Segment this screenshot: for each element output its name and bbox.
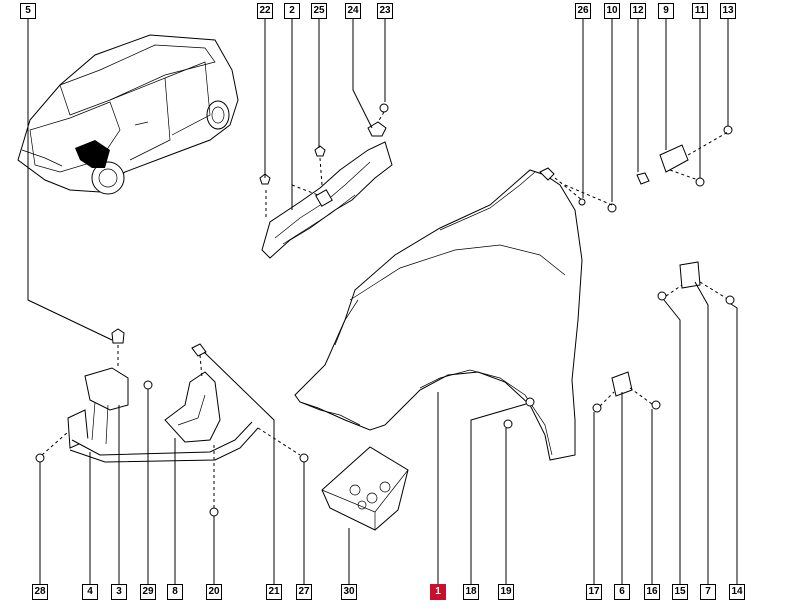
callout-9[interactable]: 9 bbox=[658, 3, 674, 19]
callout-3[interactable]: 3 bbox=[111, 584, 127, 600]
callout-19[interactable]: 19 bbox=[498, 584, 514, 600]
callout-30[interactable]: 30 bbox=[341, 584, 357, 600]
callout-26[interactable]: 26 bbox=[575, 3, 591, 19]
callout-8[interactable]: 8 bbox=[167, 584, 183, 600]
callout-6[interactable]: 6 bbox=[614, 584, 630, 600]
callout-7[interactable]: 7 bbox=[700, 584, 716, 600]
callout-4[interactable]: 4 bbox=[82, 584, 98, 600]
callout-20[interactable]: 20 bbox=[206, 584, 222, 600]
callout-11[interactable]: 11 bbox=[692, 3, 708, 19]
callout-16[interactable]: 16 bbox=[644, 584, 660, 600]
callout-27[interactable]: 27 bbox=[296, 584, 312, 600]
callout-24[interactable]: 24 bbox=[345, 3, 361, 19]
front-fender bbox=[294, 167, 583, 461]
leader-lines bbox=[27, 19, 738, 584]
callout-1[interactable]: 1 bbox=[430, 584, 446, 600]
callout-10[interactable]: 10 bbox=[604, 3, 620, 19]
lower-bracket-assembly bbox=[35, 328, 309, 517]
callout-17[interactable]: 17 bbox=[586, 584, 602, 600]
callout-25[interactable]: 25 bbox=[311, 3, 327, 19]
callout-22[interactable]: 22 bbox=[257, 3, 273, 19]
upper-fixings bbox=[554, 125, 735, 413]
callout-5[interactable]: 5 bbox=[20, 3, 36, 19]
callout-15[interactable]: 15 bbox=[672, 584, 688, 600]
callout-18[interactable]: 18 bbox=[463, 584, 479, 600]
callout-21[interactable]: 21 bbox=[266, 584, 282, 600]
callout-29[interactable]: 29 bbox=[140, 584, 156, 600]
callout-23[interactable]: 23 bbox=[377, 3, 393, 19]
callout-13[interactable]: 13 bbox=[720, 3, 736, 19]
wheel-arch-bracket bbox=[259, 103, 393, 259]
callout-2[interactable]: 2 bbox=[284, 3, 300, 19]
callout-12[interactable]: 12 bbox=[630, 3, 646, 19]
car-illustration bbox=[17, 34, 239, 195]
callout-28[interactable]: 28 bbox=[32, 584, 48, 600]
clip-kit-box bbox=[321, 446, 409, 531]
callout-14[interactable]: 14 bbox=[729, 584, 745, 600]
